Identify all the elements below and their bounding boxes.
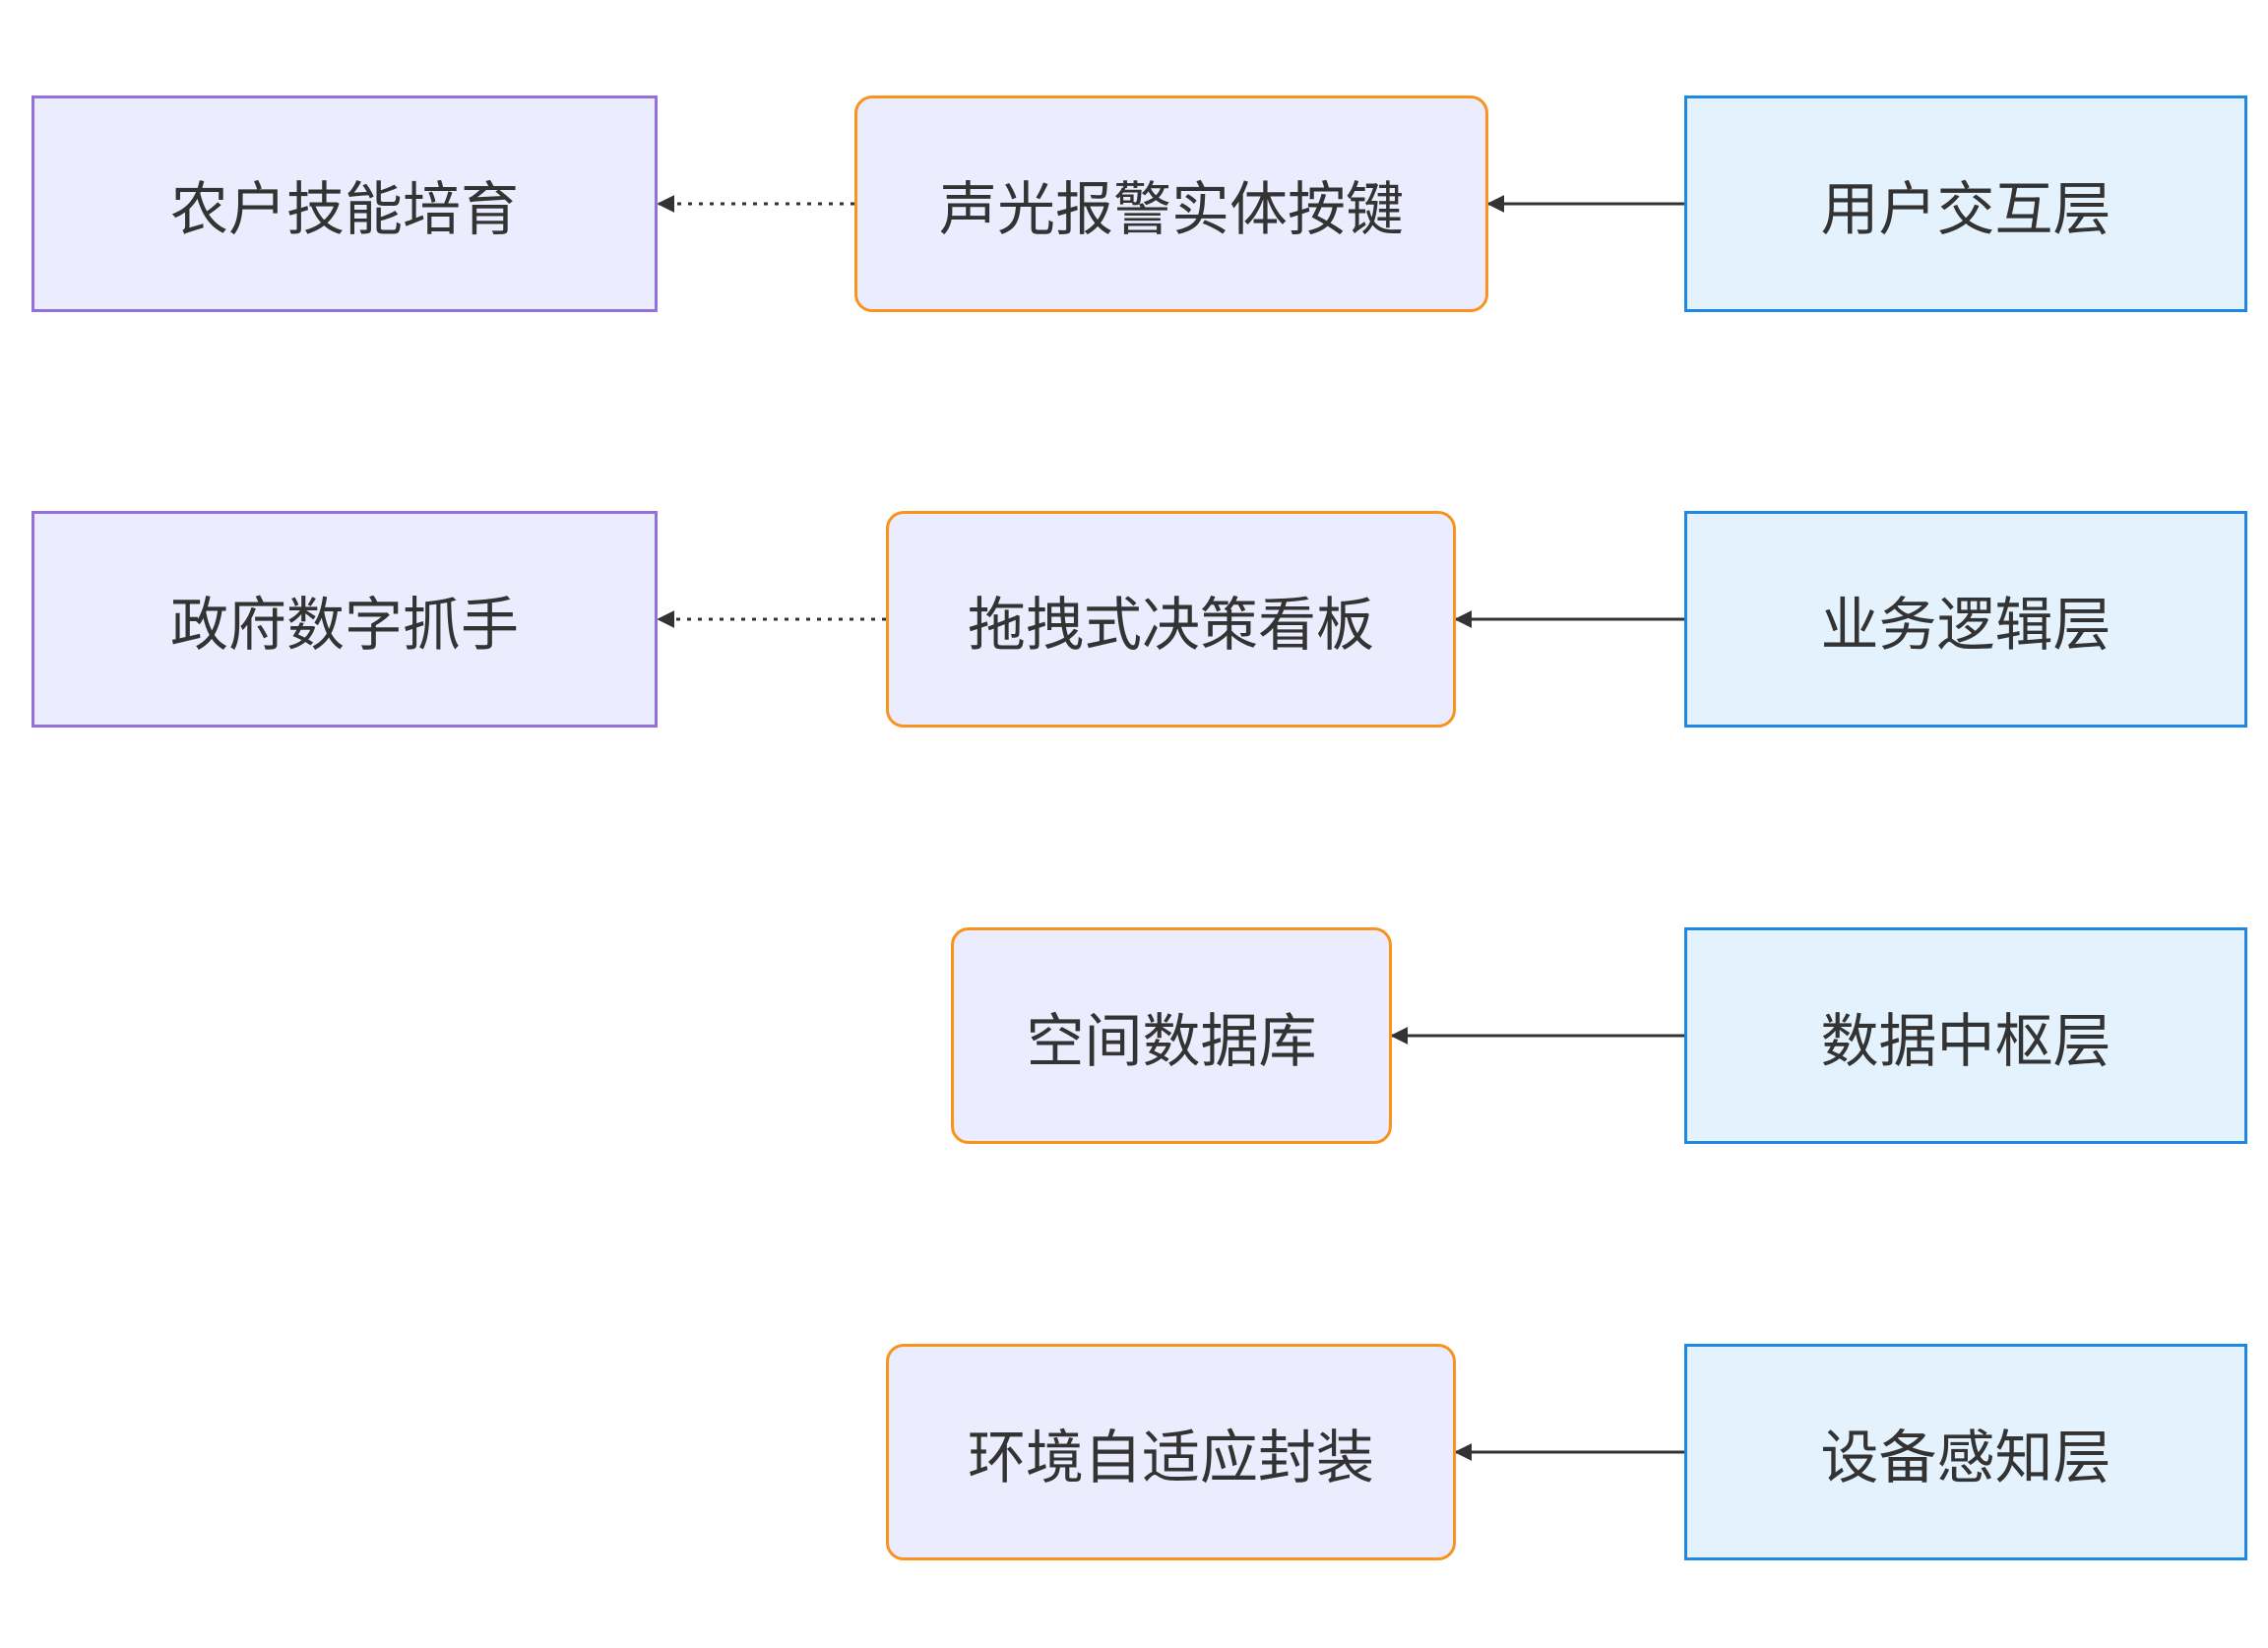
component-decision-dashboard: 拖拽式决策看板 (886, 511, 1456, 728)
component-alarm-button-label: 声光报警实体按键 (938, 174, 1404, 243)
outcome-gov-digital-lever: 政府数字抓手 (32, 511, 658, 728)
layer-data-hub-label: 数据中枢层 (1820, 1006, 2111, 1075)
layer-device-sensing: 设备感知层 (1684, 1344, 2247, 1560)
component-decision-dashboard-label: 拖拽式决策看板 (967, 590, 1374, 659)
component-spatial-database: 空间数据库 (951, 927, 1392, 1144)
layer-user-interaction: 用户交互层 (1684, 95, 2247, 312)
component-spatial-database-label: 空间数据库 (1026, 1006, 1317, 1075)
outcome-farmer-skills-label: 农户技能培育 (169, 174, 519, 243)
outcome-gov-digital-lever-label: 政府数字抓手 (169, 590, 519, 659)
outcome-farmer-skills: 农户技能培育 (32, 95, 658, 312)
component-adaptive-packaging: 环境自适应封装 (886, 1344, 1456, 1560)
layer-business-logic-label: 业务逻辑层 (1820, 590, 2111, 659)
layer-business-logic: 业务逻辑层 (1684, 511, 2247, 728)
component-alarm-button: 声光报警实体按键 (854, 95, 1488, 312)
component-adaptive-packaging-label: 环境自适应封装 (967, 1423, 1374, 1491)
layer-data-hub: 数据中枢层 (1684, 927, 2247, 1144)
layer-device-sensing-label: 设备感知层 (1820, 1423, 2111, 1491)
layer-user-interaction-label: 用户交互层 (1820, 174, 2111, 243)
